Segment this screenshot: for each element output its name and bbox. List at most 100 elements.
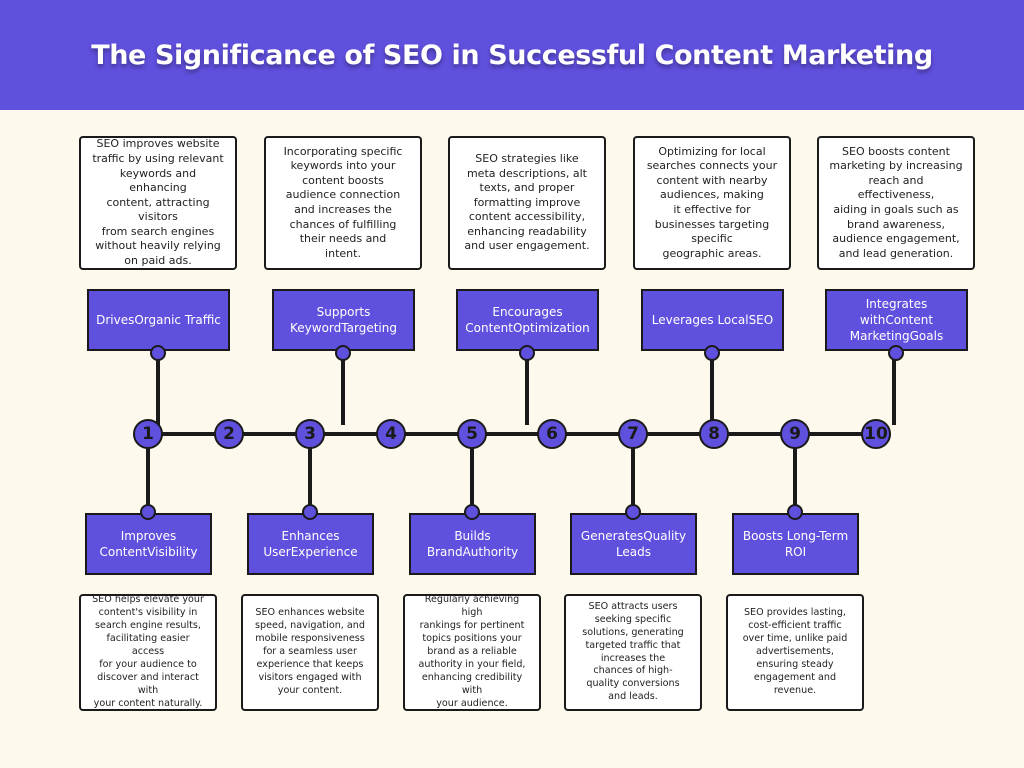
connector-line: [146, 434, 150, 512]
step-number: 1: [133, 419, 163, 449]
text-line: businesses targeting: [654, 217, 770, 231]
text-line: specific: [691, 232, 733, 246]
text-line: Optimizing for local: [658, 144, 766, 158]
step-number: 2: [214, 419, 244, 449]
connector-dot: [519, 345, 535, 361]
text-line: keywords into your: [290, 159, 396, 173]
step-number: 9: [780, 419, 810, 449]
text-line: increases the: [600, 652, 666, 664]
text-line: texts, and proper: [479, 181, 575, 195]
text-line: speed, navigation, and: [255, 620, 365, 632]
connector-dot: [625, 504, 641, 520]
text-line: over time, unlike paid: [742, 633, 848, 645]
text-line: Drives: [96, 313, 135, 327]
text-line: Integrates with: [859, 297, 928, 327]
text-line: and user engagement.: [464, 239, 590, 253]
text-line: Targeting: [341, 321, 397, 335]
text-line: chances of fulfilling: [289, 217, 397, 231]
text-line: topics positions your: [422, 633, 522, 645]
text-line: for a seamless user: [263, 646, 357, 658]
text-line: content, attracting visitors: [106, 195, 210, 224]
text-line: chances of high-: [593, 665, 673, 677]
text-line: Boosts Long-: [742, 529, 820, 543]
connector-line: [308, 434, 312, 512]
text-line: Term ROI: [784, 529, 849, 559]
text-line: targeted traffic that: [585, 639, 681, 651]
text-line: authority in your field,: [418, 658, 526, 670]
header-banner: [0, 0, 1024, 110]
text-line: mobile responsiveness: [255, 633, 365, 645]
text-line: Improves Content: [99, 529, 177, 559]
text-line: Visibility: [147, 545, 198, 559]
step-number: 3: [295, 419, 325, 449]
text-line: enhancing credibility with: [421, 671, 523, 696]
text-line: experience that keeps: [256, 658, 364, 670]
step-label: Boosts Long-Term ROI: [732, 513, 859, 575]
text-line: Enhances User: [263, 529, 340, 559]
text-line: cost-efficient traffic: [748, 620, 842, 632]
text-line: visitors engaged with: [258, 671, 362, 683]
step-label: DrivesOrganic Traffic: [87, 289, 230, 351]
connector-dot: [704, 345, 720, 361]
text-line: audience engagement,: [832, 232, 960, 246]
text-line: Goals: [909, 329, 944, 343]
text-line: your audience.: [436, 697, 508, 709]
text-line: brand awareness,: [847, 217, 945, 231]
text-line: brand as a reliable: [427, 646, 517, 658]
text-line: quality conversions: [586, 678, 680, 690]
text-line: Regularly achieving high: [424, 594, 520, 619]
step-label: Leverages LocalSEO: [641, 289, 784, 351]
step-number: 4: [376, 419, 406, 449]
description-box: SEO provides lasting,cost-efficient traf…: [726, 594, 864, 711]
text-line: audience connection: [285, 188, 401, 202]
text-line: SEO improves website: [96, 137, 220, 151]
text-line: discover and interact with: [97, 671, 199, 696]
connector-dot: [150, 345, 166, 361]
connector-line: [631, 434, 635, 512]
text-line: enhancing readability: [467, 224, 587, 238]
connector-dot: [302, 504, 318, 520]
text-line: geographic areas.: [662, 246, 762, 260]
step-number: 8: [699, 419, 729, 449]
connector-dot: [888, 345, 904, 361]
text-line: facilitating easier access: [106, 633, 190, 658]
text-line: Builds Brand: [426, 529, 491, 559]
timeline-line: [148, 432, 876, 436]
text-line: content's visibility in: [98, 607, 198, 619]
connector-line: [341, 352, 345, 425]
text-line: without heavily relying: [95, 239, 221, 253]
text-line: revenue.: [773, 684, 817, 696]
text-line: Experience: [290, 545, 358, 559]
step-number: 5: [457, 419, 487, 449]
text-line: formatting improve: [473, 195, 581, 209]
text-line: marketing by increasing: [829, 159, 963, 173]
text-line: search engine results,: [95, 620, 201, 632]
step-label: Improves ContentVisibility: [85, 513, 212, 575]
text-line: SEO enhances website: [255, 607, 365, 619]
step-label: GeneratesQuality Leads: [570, 513, 697, 575]
text-line: on paid ads.: [124, 254, 192, 268]
connector-dot: [140, 504, 156, 520]
connector-line: [470, 434, 474, 512]
step-number: 10: [861, 419, 891, 449]
connector-dot: [787, 504, 803, 520]
text-line: SEO helps elevate your: [92, 594, 204, 606]
text-line: rankings for pertinent: [419, 620, 525, 632]
text-line: content with nearby: [656, 173, 768, 187]
text-line: SEO provides lasting,: [743, 607, 846, 619]
text-line: traffic by using relevant: [92, 151, 224, 165]
text-line: SEO attracts users: [588, 600, 678, 612]
text-line: keywords and enhancing: [119, 166, 197, 195]
step-label: Integrates withContent MarketingGoals: [825, 289, 968, 351]
text-line: it effective for: [673, 203, 751, 216]
step-label: Encourages ContentOptimization: [456, 289, 599, 351]
connector-line: [710, 352, 714, 434]
text-line: Optimization: [512, 321, 590, 335]
connector-line: [793, 434, 797, 512]
text-line: meta descriptions, alt: [466, 166, 587, 180]
text-line: Incorporating specific: [283, 144, 403, 158]
